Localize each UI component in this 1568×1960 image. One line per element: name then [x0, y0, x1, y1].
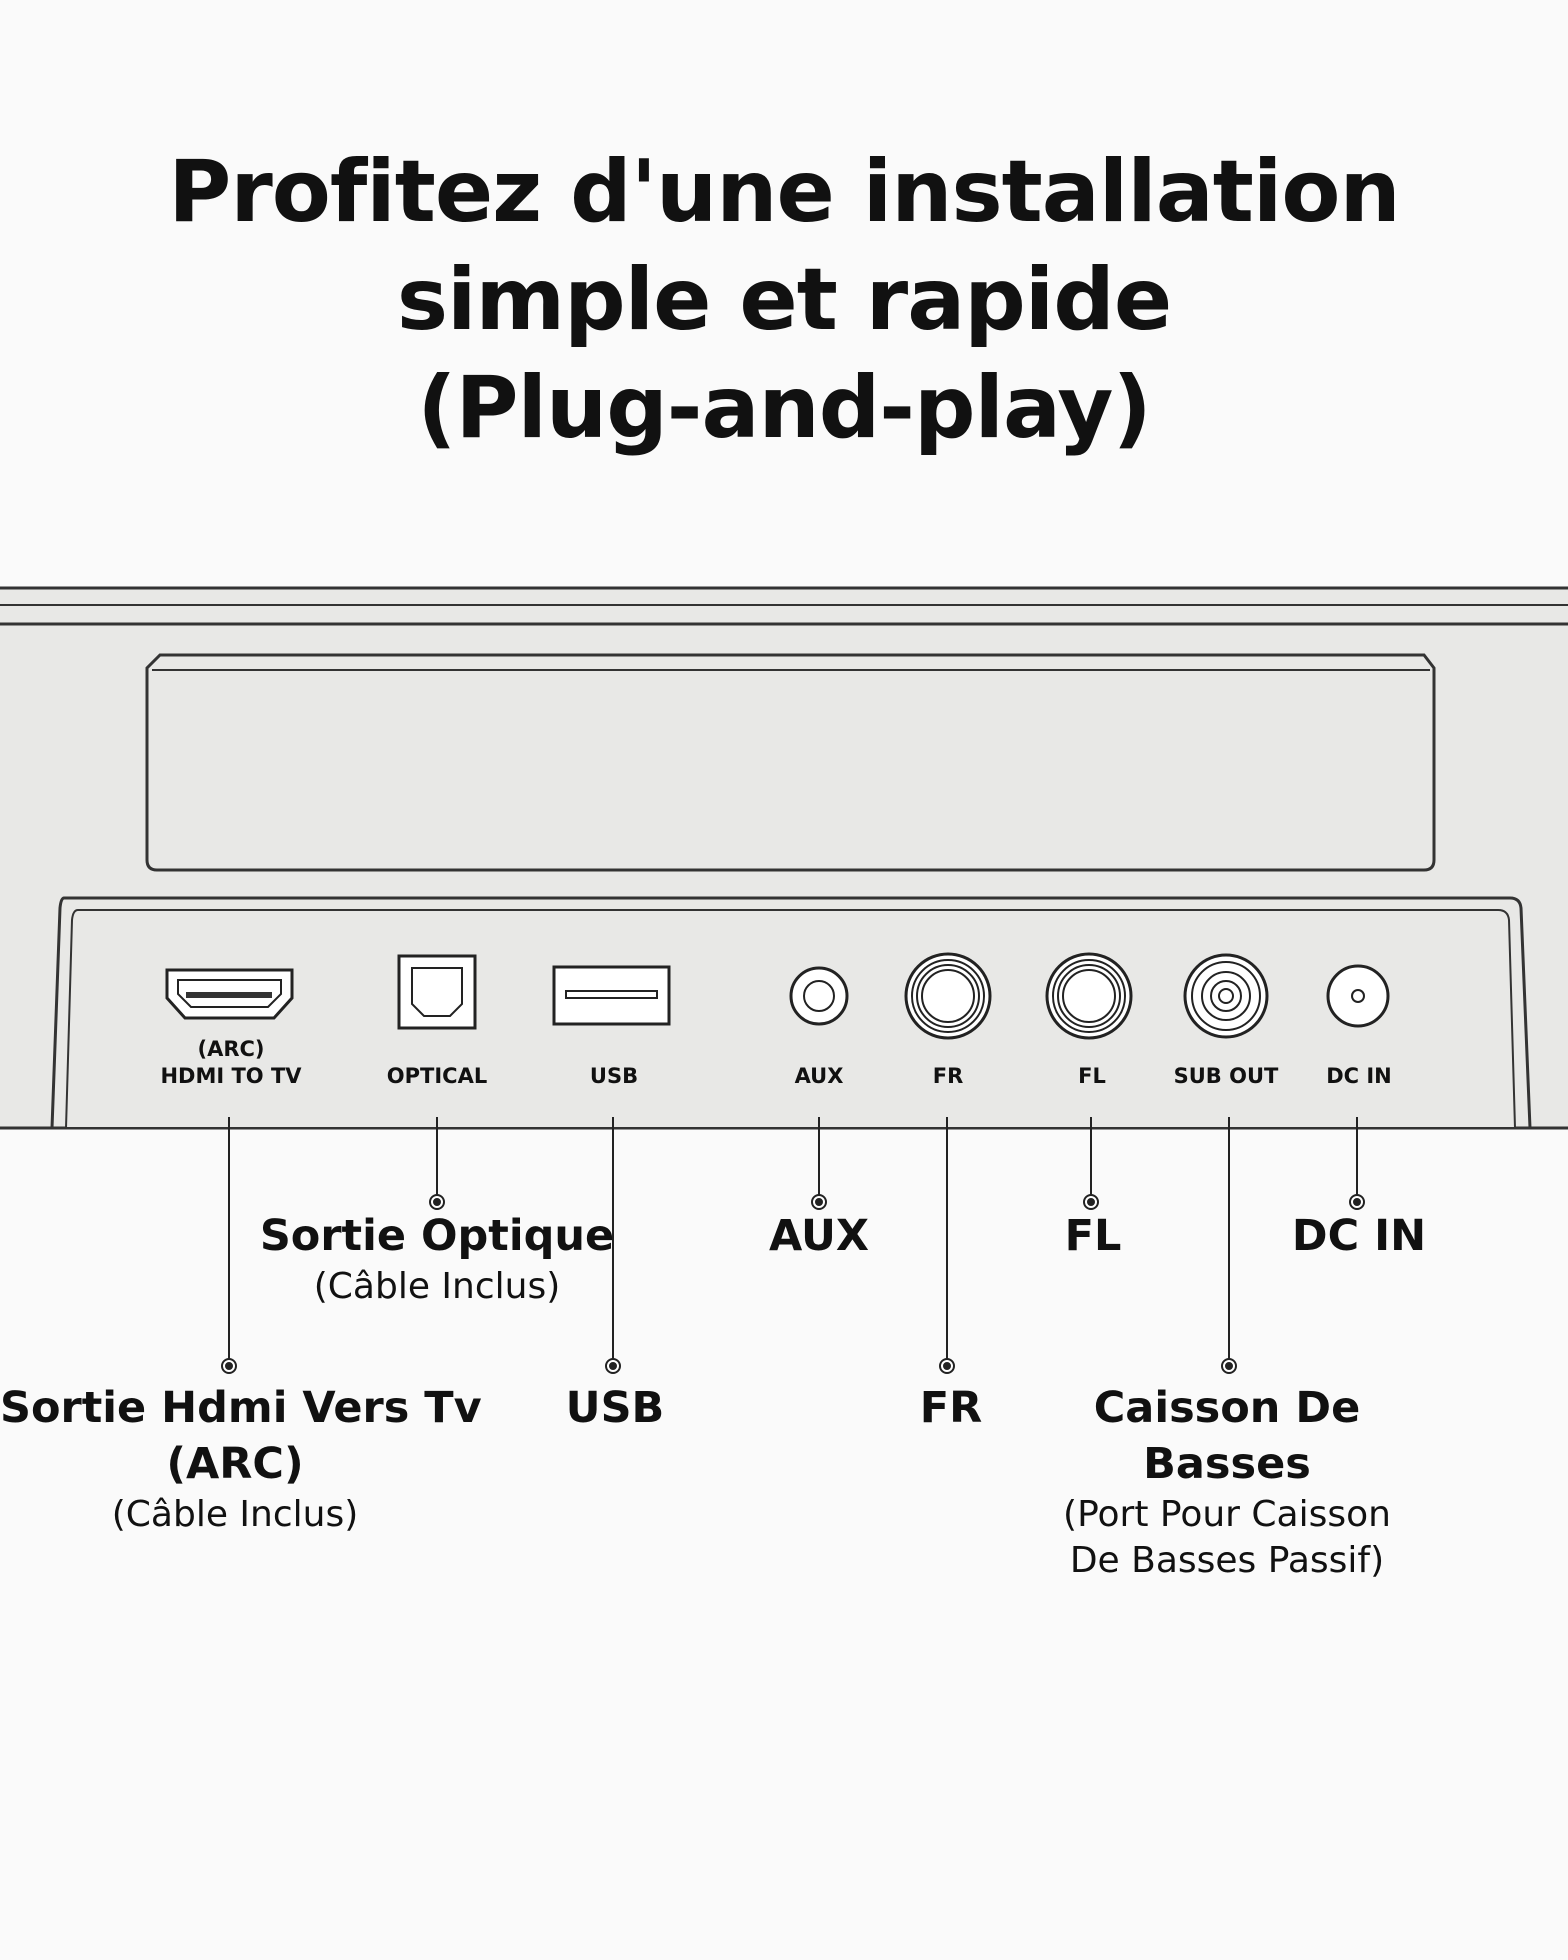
port-label-fl: FL: [1078, 1064, 1106, 1088]
page-title: Profitez d'une installation simple et ra…: [0, 138, 1568, 462]
callout-optical-title: Sortie Optique: [259, 1211, 615, 1261]
port-label-sub-out: SUB OUT: [1173, 1064, 1279, 1088]
callout-fr-title: FR: [919, 1383, 983, 1433]
port-label-dc-in: DC IN: [1326, 1064, 1392, 1088]
callout-optical: Sortie Optique (Câble Inclus): [237, 1208, 637, 1310]
optical-port-icon: [397, 954, 477, 1030]
port-label-usb: USB: [589, 1064, 639, 1088]
title-line-3: (Plug-and-play): [417, 358, 1152, 458]
leader-fr: [939, 1117, 955, 1374]
callout-dc-in: DC IN: [1239, 1208, 1479, 1264]
callout-subwoofer-title-2: Basses: [1143, 1439, 1311, 1489]
leader-usb: [605, 1117, 621, 1374]
callout-subwoofer-note: (Port Pour Caisson: [1063, 1494, 1391, 1535]
sub-out-jack-icon: [1183, 953, 1269, 1039]
port-label-hdmi-main: HDMI TO TV: [160, 1064, 302, 1088]
leader-sub: [1221, 1117, 1237, 1374]
leader-hdmi: [221, 1117, 237, 1374]
callout-hdmi-title: Sortie Hdmi Vers Tv: [0, 1383, 482, 1433]
callout-optical-note: (Câble Inclus): [313, 1266, 561, 1307]
callout-usb: USB: [515, 1380, 715, 1436]
port-label-fr: FR: [932, 1064, 964, 1088]
leader-fl: [1083, 1117, 1099, 1210]
callout-fl: FL: [1003, 1208, 1183, 1264]
callout-subwoofer-note-2: De Basses Passif): [1069, 1540, 1385, 1581]
callout-aux: AUX: [719, 1208, 919, 1264]
fl-speaker-jack-icon: [1045, 952, 1133, 1040]
callout-dc-in-title: DC IN: [1291, 1211, 1427, 1261]
fr-speaker-jack-icon: [904, 952, 992, 1040]
aux-jack-icon: [789, 966, 849, 1026]
title-line-2: simple et rapide: [396, 250, 1172, 350]
leader-optical: [429, 1117, 445, 1210]
display-window: [145, 653, 1436, 872]
callout-hdmi-title-2: (ARC): [166, 1439, 304, 1489]
callout-fl-title: FL: [1064, 1211, 1122, 1261]
callout-hdmi-note: (Câble Inclus): [111, 1494, 359, 1535]
port-label-optical: OPTICAL: [386, 1064, 488, 1088]
callout-usb-title: USB: [565, 1383, 665, 1433]
leader-aux: [811, 1117, 827, 1210]
callout-aux-title: AUX: [768, 1211, 870, 1261]
hdmi-port-icon: [165, 968, 294, 1020]
callout-fr: FR: [851, 1380, 1051, 1436]
usb-port-icon: [552, 965, 671, 1026]
dc-in-jack-icon: [1326, 964, 1390, 1028]
title-line-1: Profitez d'une installation: [168, 142, 1400, 242]
callout-hdmi: Sortie Hdmi Vers Tv (ARC) (Câble Inclus): [0, 1380, 482, 1538]
port-label-hdmi-top: (ARC): [197, 1037, 265, 1061]
callout-subwoofer-title: Caisson De: [1093, 1383, 1361, 1433]
port-label-aux: AUX: [794, 1064, 844, 1088]
port-label-hdmi: (ARC) HDMI TO TV: [121, 1036, 341, 1090]
leader-lines: [221, 1117, 1365, 1374]
leader-dc: [1349, 1117, 1365, 1210]
callout-subwoofer: Caisson De Basses (Port Pour Caisson De …: [1027, 1380, 1427, 1584]
